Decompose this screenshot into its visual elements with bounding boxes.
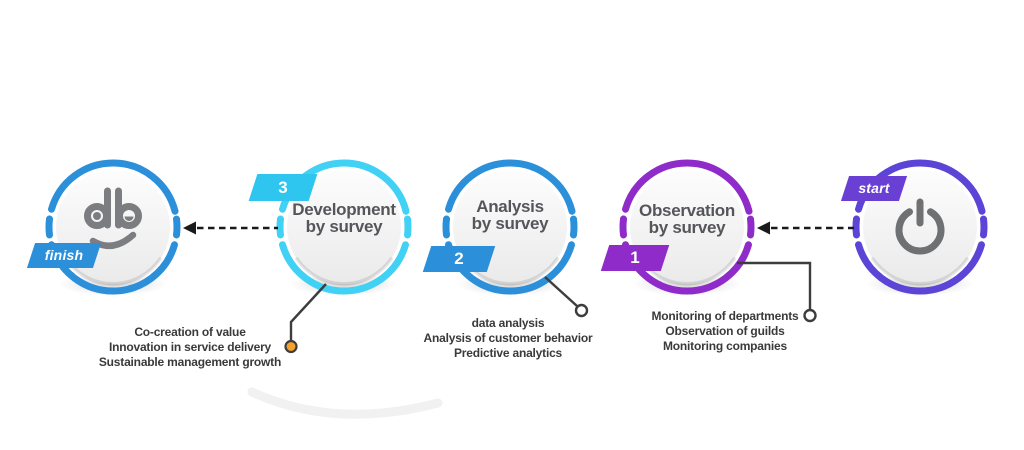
analysis-title: Analysis by survey: [430, 198, 590, 232]
development-title-line1: Development: [292, 200, 396, 219]
observation-details: Monitoring of departments Observation of…: [620, 309, 830, 354]
development-callout-connector: [284, 283, 327, 354]
db-face-logo-icon: [84, 187, 142, 250]
development-details: Co-creation of value Innovation in servi…: [85, 325, 295, 370]
finish-badge-label: finish: [44, 247, 84, 263]
development-title: Development by survey: [264, 201, 424, 235]
detail-line: Analysis of customer behavior: [423, 331, 593, 345]
detail-line: Monitoring companies: [662, 339, 787, 353]
observation-step-badge: 1: [600, 245, 670, 271]
detail-line: Observation of guilds: [665, 324, 785, 338]
watermark-swoosh: [247, 387, 443, 419]
detail-line: Sustainable management growth: [98, 355, 282, 369]
detail-line: Predictive analytics: [453, 346, 563, 360]
analysis-details: data analysis Analysis of customer behav…: [403, 316, 613, 361]
detail-line: Monitoring of departments: [651, 309, 799, 323]
analysis-step-badge: 2: [422, 246, 496, 272]
development-step-number: 3: [278, 178, 288, 197]
finish-badge: finish: [26, 243, 102, 268]
observation-title-line1: Observation: [639, 201, 735, 220]
observation-title-line2: by survey: [648, 218, 726, 237]
detail-line: Co-creation of value: [134, 325, 246, 339]
analysis-title-line1: Analysis: [476, 197, 544, 216]
detail-line: Innovation in service delivery: [108, 340, 272, 354]
development-title-line2: by survey: [305, 217, 383, 236]
arrow-start-to-observation: [757, 221, 854, 235]
analysis-callout-connector: [544, 276, 589, 318]
start-badge-label: start: [858, 180, 890, 196]
hollow-endpoint-dot: [574, 303, 589, 318]
power-icon: [895, 198, 945, 255]
arrow-development-to-finish: [183, 221, 278, 235]
observation-callout-connector: [737, 261, 817, 323]
development-step-badge: 3: [248, 174, 318, 201]
observation-step-number: 1: [630, 248, 640, 267]
detail-line: data analysis: [471, 316, 545, 330]
start-badge: start: [840, 176, 908, 201]
development-node-circle: [276, 159, 412, 296]
orange-endpoint-dot: [284, 339, 298, 354]
analysis-title-line2: by survey: [471, 214, 549, 233]
hollow-endpoint-dot: [803, 308, 817, 323]
finish-node-circle: [45, 159, 181, 296]
observation-title: Observation by survey: [607, 202, 767, 236]
analysis-step-number: 2: [454, 249, 464, 268]
